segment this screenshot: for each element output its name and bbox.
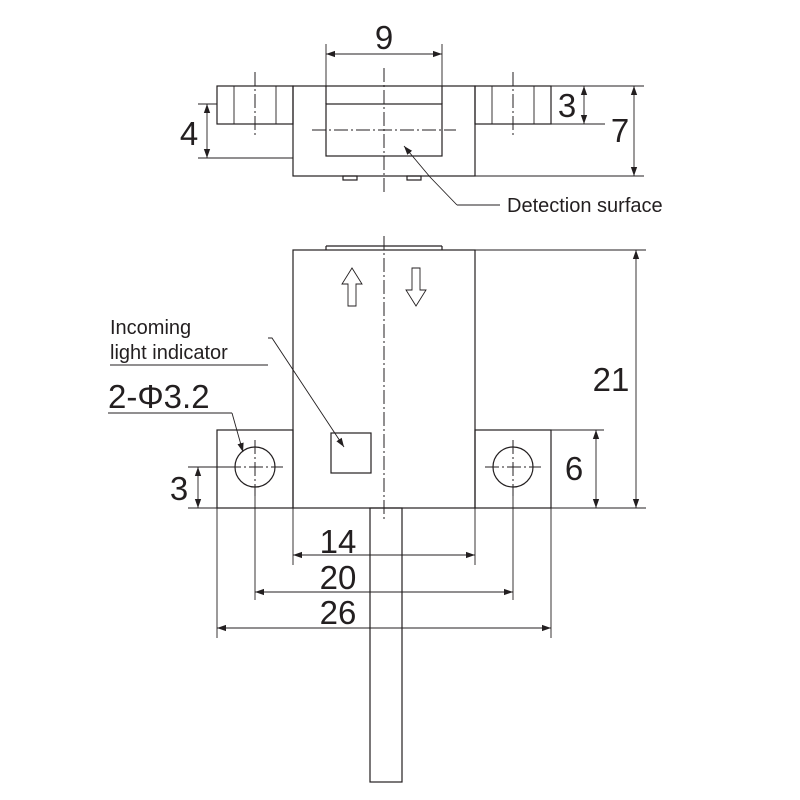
dim-flange-thickness: 3: [558, 87, 576, 124]
dim-slot-width: 9: [375, 19, 393, 56]
arrow-down-icon: [405, 267, 427, 307]
dim-flange-height: 6: [565, 450, 583, 487]
dim-hole-center: 3: [170, 470, 188, 507]
arrow-up-icon: [341, 267, 363, 307]
dim-body-width: 14: [320, 523, 357, 560]
detection-surface-label: Detection surface: [507, 195, 663, 217]
dim-front-height: 21: [593, 361, 630, 398]
dim-left-height: 4: [180, 115, 198, 152]
dim-hole-pitch: 20: [320, 559, 357, 596]
light-indicator: [330, 432, 372, 474]
cable: [369, 507, 403, 783]
indicator-label-line2: light indicator: [110, 342, 228, 364]
dim-total-height: 7: [611, 112, 629, 149]
top-view: 9 3 7 4 Detection surface: [180, 19, 663, 217]
indicator-label-line1: Incoming: [110, 317, 191, 339]
dim-overall-width: 26: [320, 594, 357, 631]
hole-callout: 2-Φ3.2: [108, 378, 210, 415]
front-view: 21 6 3 14 20 26 2-Φ3.2 Incoming light in: [108, 236, 646, 783]
